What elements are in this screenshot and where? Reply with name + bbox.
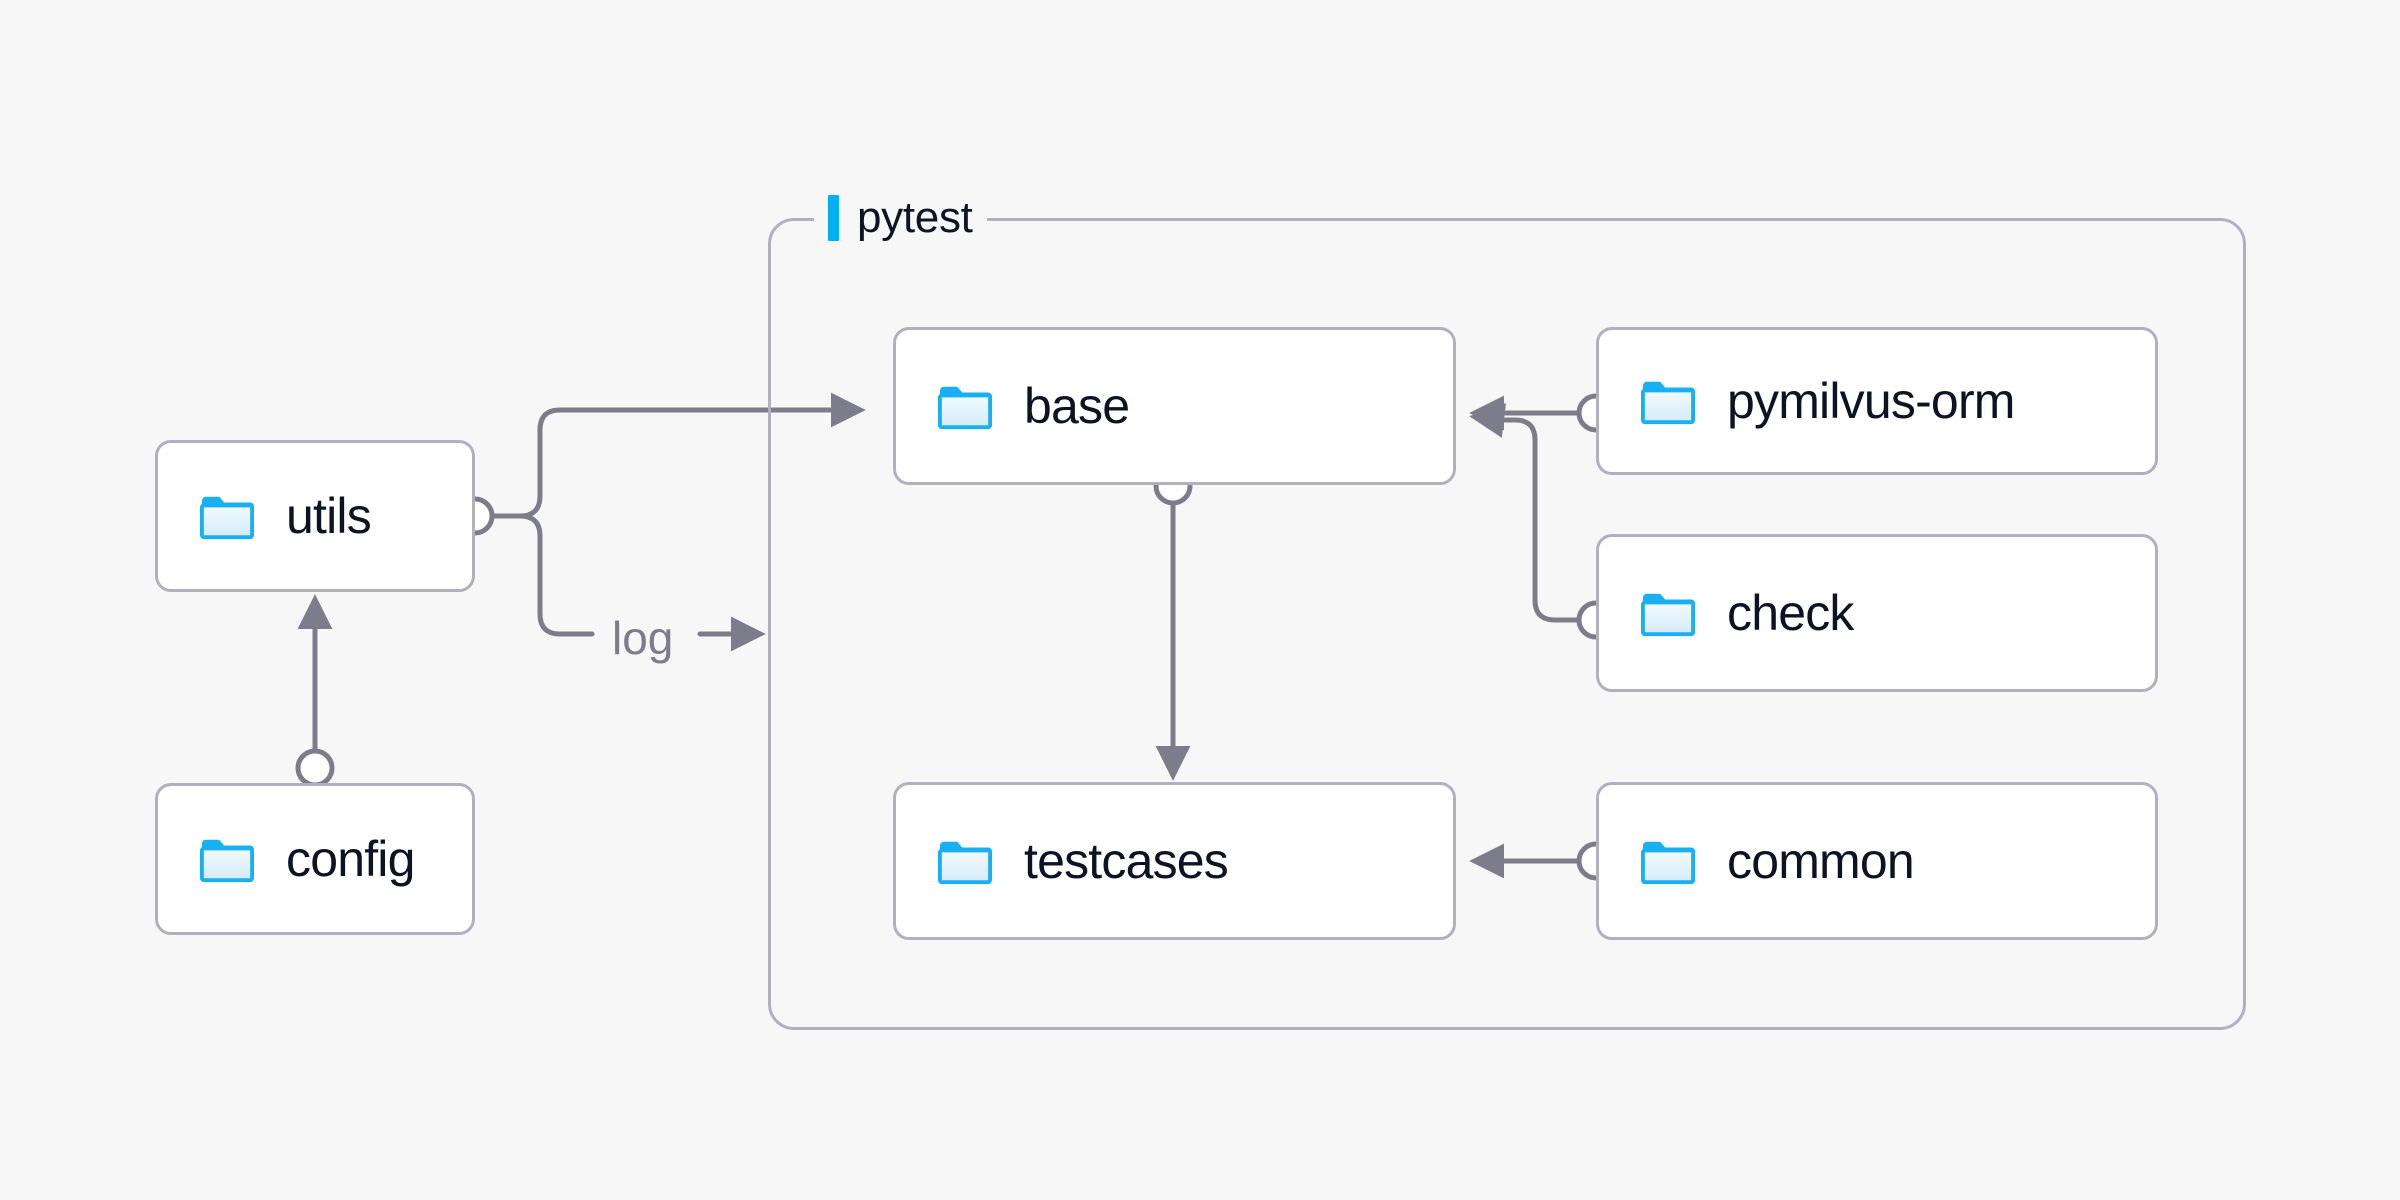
node-label-utils: utils <box>286 488 372 544</box>
edge-utils-log-branch <box>489 513 595 637</box>
node-label-config: config <box>286 831 415 887</box>
group-pytest[interactable] <box>768 218 2246 1030</box>
node-common[interactable]: common <box>1596 782 2158 940</box>
node-config[interactable]: config <box>155 783 475 935</box>
node-label-common: common <box>1727 833 1915 889</box>
group-pytest-label: pytest <box>814 190 987 246</box>
node-testcases[interactable]: testcases <box>893 782 1456 940</box>
folder-icon <box>1641 841 1695 885</box>
folder-icon <box>200 496 254 540</box>
edge-label-log: log <box>604 613 682 663</box>
node-pymilvus-orm[interactable]: pymilvus-orm <box>1596 327 2158 475</box>
folder-icon <box>938 841 992 885</box>
folder-icon <box>200 839 254 883</box>
node-label-base: base <box>1024 378 1130 434</box>
folder-icon <box>938 386 992 430</box>
node-base[interactable]: base <box>893 327 1456 485</box>
folder-icon <box>1641 381 1695 425</box>
port-config-top[interactable] <box>295 748 335 788</box>
node-label-check: check <box>1727 585 1854 641</box>
node-label-pymilvus-orm: pymilvus-orm <box>1727 373 2015 429</box>
node-check[interactable]: check <box>1596 534 2158 692</box>
folder-icon <box>1641 593 1695 637</box>
accent-bar-icon <box>828 195 839 241</box>
group-pytest-label-text: pytest <box>857 193 973 242</box>
node-utils[interactable]: utils <box>155 440 475 592</box>
node-label-testcases: testcases <box>1024 833 1229 889</box>
